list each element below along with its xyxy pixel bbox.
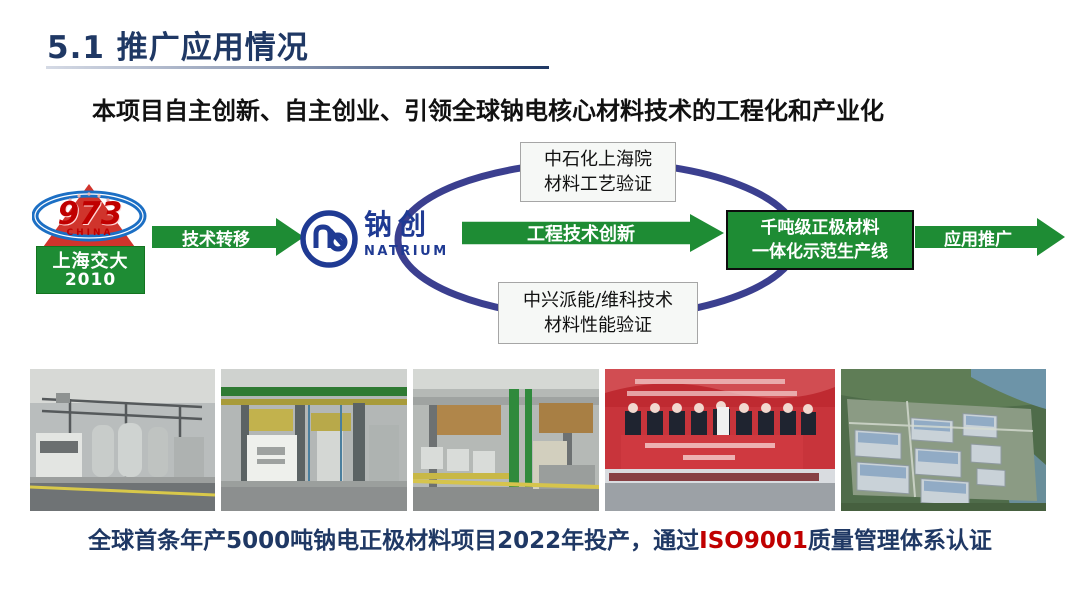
- bottom-caption: 全球首条年产5000吨钠电正极材料项目2022年投产，通过ISO9001质量管理…: [0, 521, 1080, 555]
- green-arrow-shape-icon: [152, 218, 304, 256]
- photo-chemical-plant-reactors: [30, 369, 215, 511]
- callout-top-line-2: 材料工艺验证: [544, 174, 652, 195]
- callout-bottom-line-2: 材料性能验证: [544, 315, 652, 336]
- logo-973-year: 2010: [64, 269, 117, 290]
- arrow-innovation-label: 工程技术创新: [527, 224, 635, 245]
- aerial-park-illustration: [841, 369, 1046, 511]
- slide-subtitle: 本项目自主创新、自主创业、引领全球钠电核心材料技术的工程化和产业化: [92, 97, 884, 125]
- callout-bottom-line-1: 中兴派能/维科技术: [522, 290, 674, 311]
- logo-973-shanghai-jiaotong: 973 CHINA 上海交大 2010: [32, 182, 147, 294]
- photo-workshop-green-pipes: [221, 369, 407, 511]
- callout-top-line-1: 中石化上海院: [544, 149, 652, 170]
- green-arrow-shape-icon: [462, 214, 724, 252]
- callout-zte-power-veken: 中兴派能/维科技术 材料性能验证: [498, 282, 698, 344]
- arrow-application-promotion: 应用推广: [915, 218, 1065, 256]
- logo-973-number: 973: [57, 196, 123, 232]
- logo-973-org: 上海交大: [52, 250, 129, 272]
- page-title: 5.1 推广应用情况: [47, 30, 309, 66]
- ceremony-illustration: [605, 369, 835, 511]
- photo-launch-ceremony: [605, 369, 835, 511]
- natrium-en-name: NATRIUM: [364, 244, 449, 259]
- production-line-label-2: 一体化示范生产线: [752, 242, 888, 262]
- logo-973-green-box: 上海交大 2010: [36, 246, 145, 294]
- title-divider: [46, 66, 549, 69]
- caption-part-1: 全球首条年产5000吨钠电正极材料项目2022年投产，通过: [88, 528, 700, 554]
- workshop-illustration: [221, 369, 407, 511]
- processing-line-illustration: [413, 369, 599, 511]
- arrow-technology-transfer: 技术转移: [152, 218, 304, 256]
- callout-sinopec-shanghai: 中石化上海院 材料工艺验证: [520, 142, 676, 202]
- arrow-promote-label: 应用推广: [944, 229, 1012, 250]
- photo-strip: [30, 369, 1050, 511]
- photo-material-processing-line: [413, 369, 599, 511]
- caption-highlight-iso: ISO9001: [699, 528, 808, 554]
- natrium-company-logo: 钠创 NATRIUM: [300, 208, 460, 270]
- photo-aerial-industrial-park: [841, 369, 1046, 511]
- green-arrow-shape-icon: [915, 218, 1065, 256]
- production-line-label-1: 千吨级正极材料: [760, 218, 880, 238]
- natrium-cn-name: 钠创: [364, 208, 433, 241]
- process-diagram: 973 CHINA 上海交大 2010 技术转移 钠创 NATRIUM: [0, 130, 1080, 365]
- caption-part-2: 质量管理体系认证: [807, 528, 992, 554]
- logo-973-country: CHINA: [66, 228, 114, 238]
- natrium-circle-na-mark-icon: [300, 210, 358, 268]
- arrow-transfer-label: 技术转移: [182, 229, 250, 250]
- plant-interior-illustration: [30, 369, 215, 511]
- production-line-box: 千吨级正极材料 一体化示范生产线: [726, 210, 914, 270]
- arrow-engineering-innovation: 工程技术创新: [462, 214, 724, 252]
- triangle-swoosh-icon: [32, 184, 147, 254]
